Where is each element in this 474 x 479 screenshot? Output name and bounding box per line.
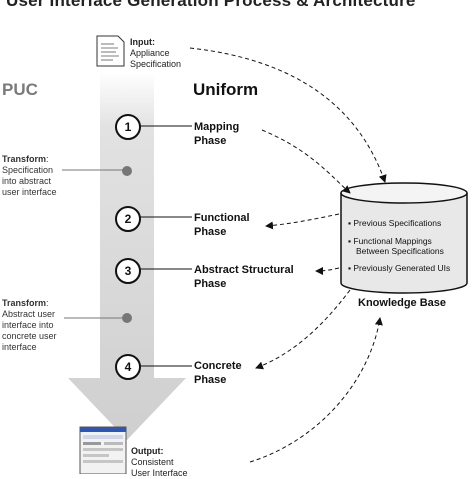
phase-2-number: 2 xyxy=(115,206,141,232)
phase-3-line1: Abstract Structural xyxy=(194,264,294,276)
input-to-kb-arrow xyxy=(189,47,387,183)
kb-item-previously-generated-uis: ▪ Previously Generated UIs xyxy=(348,263,451,273)
output-ui-icon xyxy=(79,426,127,474)
phase-3-number: 3 xyxy=(115,258,141,284)
kb-item-3-text: Between Specifications xyxy=(356,246,444,256)
phase-4-number: 4 xyxy=(115,354,141,380)
phase-1-line2: Phase xyxy=(194,135,227,147)
kb-to-phase3-arrow xyxy=(315,266,340,275)
transform-2-note: Transform: Abstract user interface into … xyxy=(2,298,68,353)
transform-2-heading: Transform xyxy=(2,298,47,308)
kb-to-phase2-arrow xyxy=(265,213,340,230)
input-label-line1: Appliance xyxy=(130,48,170,58)
puc-heading: PUC xyxy=(2,80,38,99)
output-label: Output: Consistent User Interface xyxy=(131,446,188,479)
document-icon xyxy=(96,35,125,67)
kb-item-functional-mappings: ▪ Functional Mappings xyxy=(348,236,432,246)
transform-1-line3: user interface xyxy=(2,187,57,197)
input-label-line2: Specification xyxy=(130,59,182,69)
transform-2-line1: : Abstract user xyxy=(2,298,56,319)
transform-1-line1: : Specification xyxy=(2,154,54,175)
kb-item-2-text: Functional Mappings xyxy=(353,236,432,246)
phase-4-label: Concrete Phase xyxy=(194,359,242,387)
input-label-heading: Input: xyxy=(130,37,155,47)
phase-3-label: Abstract Structural Phase xyxy=(194,263,294,291)
transform-2-line2: interface into xyxy=(2,320,54,330)
knowledge-base-cylinder xyxy=(340,182,468,294)
uniform-heading: Uniform xyxy=(193,80,259,99)
kb-to-phase4-arrow xyxy=(255,289,351,370)
phase-2-line1: Functional xyxy=(194,212,250,224)
phase-4-line1: Concrete xyxy=(194,360,242,372)
knowledge-base-label: Knowledge Base xyxy=(358,297,447,309)
transform-1-note: Transform: Specification into abstract u… xyxy=(2,154,68,198)
transform-2-dot xyxy=(122,313,132,323)
transform-2-line4: interface xyxy=(2,342,37,352)
output-label-line2: User Interface xyxy=(131,468,188,478)
phase1-to-kb-arrow xyxy=(261,129,351,194)
output-label-line1: Consistent xyxy=(131,457,174,467)
kb-item-1-text: Previous Specifications xyxy=(353,218,442,228)
transform-1-dot xyxy=(122,166,132,176)
phase-1-number: 1 xyxy=(115,114,141,140)
phase-2-label: Functional Phase xyxy=(194,211,250,239)
kb-item-functional-mappings-cont: Between Specifications xyxy=(356,246,444,256)
puc-process-arrow xyxy=(68,72,186,440)
output-to-kb-arrow xyxy=(249,317,383,463)
phase-1-line1: Mapping xyxy=(194,121,240,133)
transform-2-line3: concrete user xyxy=(2,331,57,341)
kb-item-4-text: Previously Generated UIs xyxy=(353,263,451,273)
output-label-heading: Output: xyxy=(131,446,164,456)
input-label: Input: Appliance Specification xyxy=(130,37,181,70)
phase-2-line2: Phase xyxy=(194,226,227,238)
phase-3-line2: Phase xyxy=(194,278,227,290)
kb-item-previous-specifications: ▪ Previous Specifications xyxy=(348,218,442,228)
phase-4-line2: Phase xyxy=(194,374,227,386)
transform-1-heading: Transform xyxy=(2,154,47,164)
diagram-title: User Interface Generation Process & Arch… xyxy=(6,0,416,10)
transform-1-line2: into abstract xyxy=(2,176,52,186)
phase-1-label: Mapping Phase xyxy=(194,120,239,148)
